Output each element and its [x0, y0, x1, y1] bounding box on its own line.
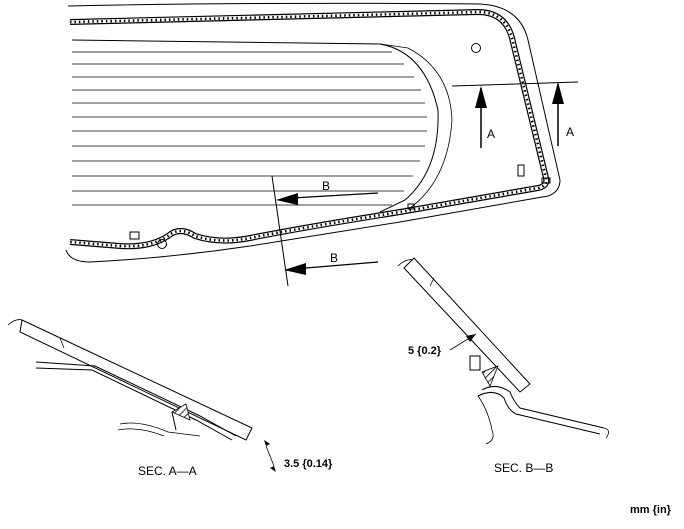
section-b-clip [469, 355, 481, 371]
section-a-glass [19, 319, 253, 441]
section-a-detail: 3.5 {0.14} SEC. A—A [7, 319, 333, 478]
section-b-mark-bottom: B [330, 251, 338, 265]
clip-1 [129, 231, 140, 240]
section-a-dim-line [265, 445, 275, 467]
clip-4 [407, 203, 415, 210]
mount-hole-bottom [157, 239, 167, 249]
glass-overview: A A B B [65, 2, 579, 287]
section-b-caption: SEC. B—B [494, 461, 553, 475]
section-a-caption: SEC. A—A [138, 464, 197, 478]
section-a-body-panel [35, 361, 237, 437]
section-b-cut-line [271, 175, 289, 287]
section-a-dim-label: 3.5 {0.14} [284, 458, 333, 470]
defogger-lines [72, 51, 427, 206]
section-a-sealant [171, 403, 191, 421]
glass-outer-edge [65, 2, 561, 263]
clip-3 [541, 177, 551, 184]
section-b-mark-top: B [322, 179, 330, 193]
defogger-border [71, 39, 439, 213]
sealant-band [69, 8, 550, 250]
section-b-body-panel [481, 386, 605, 429]
section-a-mark-right: A [566, 125, 574, 139]
section-b-arrow-bottom [284, 263, 306, 275]
section-b-detail: 5 {0.2} SEC. B—B [397, 257, 609, 475]
section-a-cut-line [451, 81, 579, 87]
section-a-mark-left: A [487, 127, 495, 141]
section-a-arrow-right [552, 82, 564, 104]
section-b-arrow-top [276, 193, 298, 205]
units-label: mm {in} [630, 504, 672, 516]
section-a-arrow-left [475, 86, 487, 108]
clip-2 [517, 164, 525, 177]
section-b-glass [403, 257, 531, 393]
section-b-dim-label: 5 {0.2} [408, 345, 442, 357]
section-b-sealant [481, 365, 499, 387]
mount-hole-top [471, 43, 481, 53]
